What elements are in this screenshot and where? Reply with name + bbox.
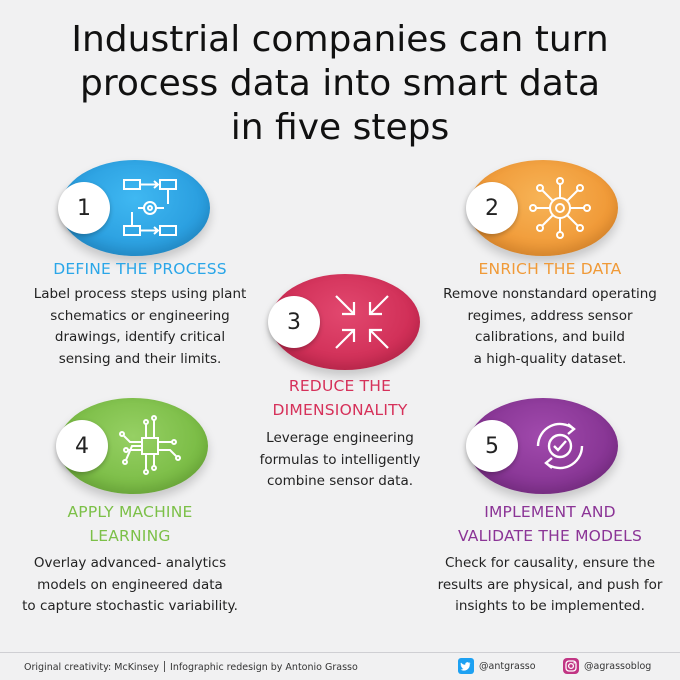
step-2-badge: 2 [466,160,618,256]
step-4-desc-line: Overlay advanced- analytics [33,555,227,571]
twitter-handle[interactable]: @antgrasso [458,658,536,674]
footer-divider [0,652,680,653]
step-5-desc-line: Check for causality, ensure the [444,555,656,571]
twitter-icon [458,658,474,674]
instagram-handle-text: @agrassoblog [584,660,652,672]
data-hub-icon [529,177,591,239]
step-4-heading-line: LEARNING [89,527,171,545]
step-5-desc-line: insights to be implemented. [455,598,645,614]
step-3-desc-line: combine sensor data. [266,473,414,489]
instagram-icon [563,658,579,674]
step-5-heading-line: IMPLEMENT AND [484,503,616,521]
step-3-number: 3 [268,296,320,348]
step-4-desc-line: to capture stochastic variability. [22,598,238,614]
step-4-desc-line: models on engineered data [37,576,223,593]
step-1-heading-line: DEFINE THE PROCESS [53,260,227,278]
step-2-description: Remove nonstandard operating regimes, ad… [420,284,680,370]
step-1-heading: DEFINE THE PROCESS [10,257,270,281]
credit-original: Original creativity: McKinsey [24,662,160,673]
step-1-desc-line: sensing and their limits. [58,350,222,367]
step-4-description: Overlay advanced- analytics models on en… [0,553,260,618]
step-4-number: 4 [56,420,108,472]
title-line-1: Industrial companies can turn [71,19,609,60]
step-5-desc-line: results are physical, and push for [437,576,663,593]
title-line-2: process data into smart data [79,63,601,104]
step-4-badge: 4 [56,398,208,494]
step-5-heading-line: VALIDATE THE MODELS [457,527,643,545]
step-3-desc-line: Leverage engineering [266,430,414,446]
step-2-desc-line: regimes, address sensor [467,307,633,324]
step-1-badge: 1 [58,160,210,256]
step-1-desc-line: drawings, identify critical [54,329,226,345]
collapse-arrows-icon [335,295,389,349]
title-line-3: in five steps [230,107,450,148]
step-3-description: Leverage engineering formulas to intelli… [210,428,470,493]
step-5-description: Check for causality, ensure the results … [420,553,680,618]
step-3-desc-line: formulas to intelligently [259,451,421,468]
validation-cycle-icon [536,422,584,470]
step-2-heading: ENRICH THE DATA [420,257,680,281]
step-3-heading: REDUCE THE DIMENSIONALITY [210,374,470,422]
twitter-handle-text: @antgrasso [479,660,536,672]
step-2-desc-line: calibrations, and build [475,329,625,345]
footer-credit: Original creativity: McKinsey Infographic… [24,661,358,673]
footer: Original creativity: McKinsey Infographic… [0,655,680,680]
step-4-heading: APPLY MACHINE LEARNING [0,500,260,548]
step-5-number: 5 [466,420,518,472]
step-1-desc-line: Label process steps using plant [33,286,247,302]
step-1-description: Label process steps using plant schemati… [10,284,270,370]
credit-redesign: Infographic redesign by Antonio Grasso [170,662,358,673]
instagram-handle[interactable]: @agrassoblog [563,658,651,674]
step-1-desc-line: schematics or engineering [50,307,230,324]
credit-separator [164,661,166,672]
step-2-desc-line: Remove nonstandard operating [443,286,657,302]
step-3-badge: 3 [268,274,420,370]
step-4-heading-line: APPLY MACHINE [67,503,193,521]
step-2-heading-line: ENRICH THE DATA [478,260,622,278]
step-1-number: 1 [58,182,110,234]
step-3-heading-line: REDUCE THE [288,377,392,395]
step-2-desc-line: a high-quality dataset. [473,350,627,367]
step-5-badge: 5 [466,398,618,494]
step-2-number: 2 [466,182,518,234]
step-5-heading: IMPLEMENT AND VALIDATE THE MODELS [420,500,680,548]
page-title: Industrial companies can turn process da… [0,18,680,150]
chip-circuit-icon [119,415,181,475]
step-3-heading-line: DIMENSIONALITY [272,401,408,419]
process-flow-icon [123,179,177,236]
